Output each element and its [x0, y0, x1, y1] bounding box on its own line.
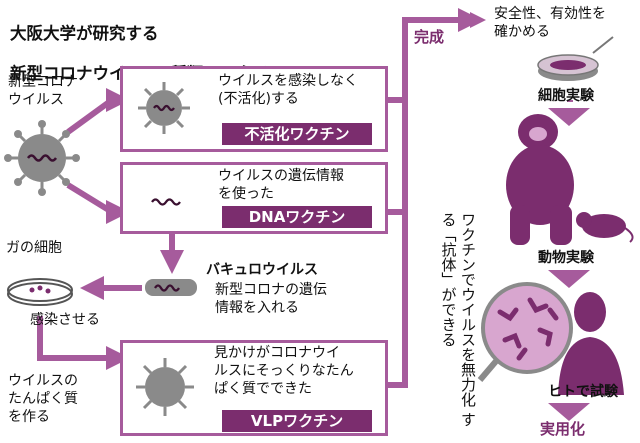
dna-strand-icon: [151, 198, 181, 206]
label-make-protein: ウイルスの たんぱく質 を作る: [8, 373, 78, 425]
label-moth-cell: ガの細胞: [6, 240, 62, 256]
human-icon: [558, 292, 624, 395]
vlp-particle-icon: [136, 358, 194, 416]
label-antibody: ワクチンでウイルスを無力化 する「抗体」ができる: [439, 212, 478, 427]
cell-culture-dish-icon: [537, 36, 614, 81]
vaccine-name-inactivated: 不活化ワクチン: [222, 123, 372, 145]
baculovirus-icon: [145, 279, 197, 296]
vaccine-desc-dna: ウイルスの遺伝情報 を使った: [218, 168, 344, 202]
arrow-to-vlp: [37, 316, 130, 370]
vaccine-name-vlp: VLPワクチン: [222, 410, 372, 432]
antibody-lens-icon: [477, 282, 573, 382]
arrow-to-inactivated: [66, 88, 130, 135]
label-cell-test: 細胞実験: [538, 88, 594, 104]
vaccine-name-dna: DNAワクチン: [222, 206, 372, 228]
arrow-to-dna: [66, 182, 130, 224]
title-line-1: 大阪大学が研究する: [10, 24, 159, 44]
label-practical: 実用化: [540, 420, 586, 438]
collector-line: [385, 97, 408, 388]
virus-inactivated-icon: [138, 82, 190, 134]
petri-dish-icon: [7, 278, 73, 306]
complete-arrow-head: [470, 12, 486, 28]
flow-arrow-1: [548, 108, 590, 126]
flow-arrow-2: [548, 270, 590, 288]
arrow-to-complete: [402, 8, 482, 100]
rat-icon: [576, 212, 634, 243]
vaccine-desc-vlp: 見かけがコロナウイ ルスにそっくりなたん ぱく質でできた: [214, 345, 354, 397]
label-baculovirus: バキュロウイルス: [206, 262, 318, 278]
label-virus: 新型コロナ ウイルス: [8, 74, 78, 108]
coronavirus-icon: [4, 120, 80, 196]
label-infect: 感染させる: [30, 312, 100, 328]
flow-arrow-3: [548, 403, 590, 421]
label-animal-test: 動物実験: [538, 250, 594, 266]
label-human-test: ヒトで試験: [548, 384, 618, 400]
label-complete: 完成: [414, 28, 445, 46]
label-safety: 安全性、有効性を 確かめる: [494, 6, 606, 40]
vaccine-desc-inactivated: ウイルスを感染しなく (不活化)する: [218, 73, 358, 107]
monkey-icon: [506, 114, 574, 245]
label-insert-gene: 新型コロナの遺伝 情報を入れる: [215, 282, 327, 316]
